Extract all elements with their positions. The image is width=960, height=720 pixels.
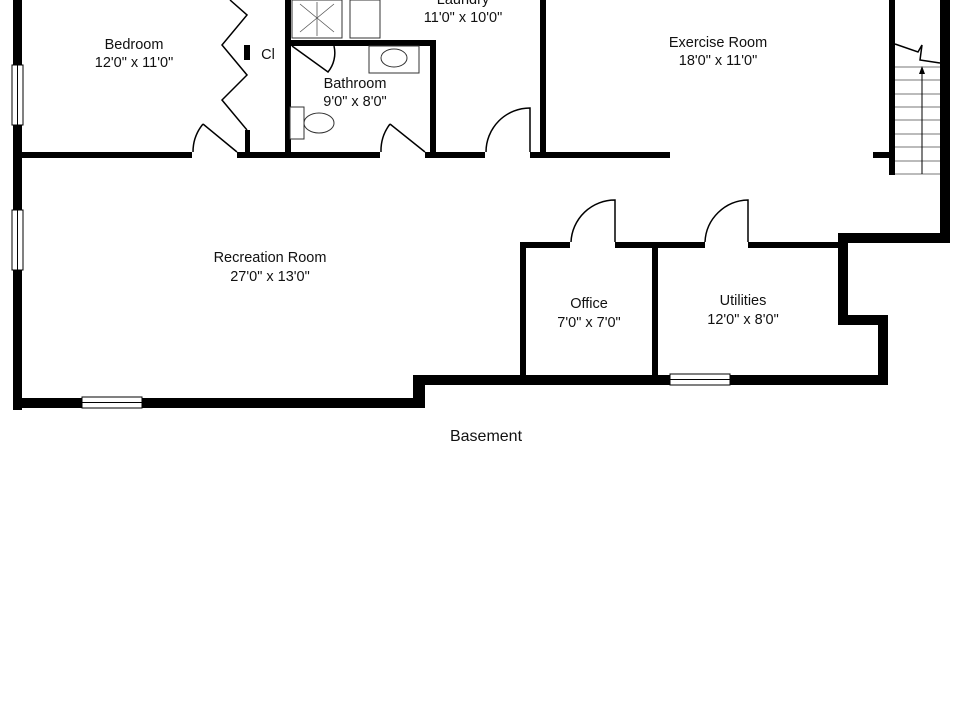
room-size-office: 7'0" x 7'0": [557, 315, 620, 331]
room-size-utilities: 12'0" x 8'0": [707, 312, 778, 328]
room-name-office: Office: [570, 296, 608, 312]
room-size-laundry: 11'0" x 10'0": [424, 10, 502, 26]
room-name-utilities: Utilities: [720, 293, 767, 309]
stairs-arrow-icon: [919, 66, 925, 74]
room-size-exercise: 18'0" x 11'0": [679, 53, 757, 69]
room-name-bathroom: Bathroom: [324, 76, 387, 92]
labels: Bedroom 12'0" x 11'0" Cl Laundry 11'0" x…: [95, 0, 779, 445]
stairs: [894, 43, 941, 175]
floor-title: Basement: [450, 428, 523, 445]
fixtures: [289, 0, 420, 140]
laundry-sink-icon: [349, 0, 381, 39]
walls: [13, 0, 950, 410]
room-name-laundry: Laundry: [437, 0, 490, 8]
windows: [11, 64, 731, 409]
doors: [192, 0, 749, 243]
toilet-icon: [289, 106, 305, 140]
room-size-bedroom: 12'0" x 11'0": [95, 55, 173, 71]
room-name-recreation: Recreation Room: [214, 250, 327, 266]
room-name-closet: Cl: [261, 47, 275, 63]
room-size-recreation: 27'0" x 13'0": [230, 269, 310, 285]
room-name-exercise: Exercise Room: [669, 35, 767, 51]
room-name-bedroom: Bedroom: [105, 37, 164, 53]
room-size-bathroom: 9'0" x 8'0": [323, 94, 386, 110]
